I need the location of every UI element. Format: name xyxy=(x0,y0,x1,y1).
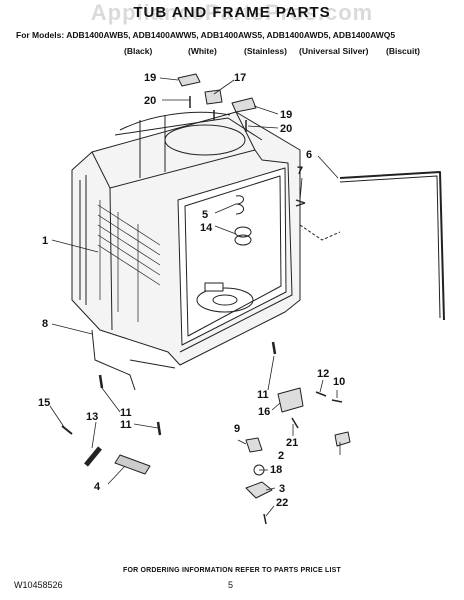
screw-7 xyxy=(295,199,306,207)
color-universal-silver: (Universal Silver) xyxy=(299,46,369,56)
color-black: (Black) xyxy=(124,46,153,56)
door-gasket xyxy=(299,171,445,321)
color-biscuit: (Biscuit) xyxy=(386,46,420,56)
callout-7: 7 xyxy=(297,165,303,177)
doc-number: W10458526 xyxy=(14,580,63,590)
page-number: 5 xyxy=(228,580,234,590)
callout-1: 1 xyxy=(42,235,48,247)
callout-6: 6 xyxy=(306,149,312,161)
models-line: For Models: ADB1400AWB5, ADB1400AWW5, AD… xyxy=(16,30,396,40)
callout-9: 9 xyxy=(234,423,240,435)
callout-11c: 11 xyxy=(257,389,269,401)
bottom-components xyxy=(61,341,351,525)
callout-11b: 11 xyxy=(120,419,132,431)
callout-16: 16 xyxy=(258,406,270,418)
color-stainless: (Stainless) xyxy=(244,46,287,56)
callout-19b: 19 xyxy=(280,109,292,121)
callout-20b: 20 xyxy=(280,123,292,135)
tub-assembly xyxy=(71,111,301,391)
color-white: (White) xyxy=(188,46,217,56)
callout-labels: 1 2 3 4 5 6 7 8 9 10 11 11 11 12 13 14 1… xyxy=(38,72,345,509)
callout-5: 5 xyxy=(202,209,208,221)
callout-20a: 20 xyxy=(144,95,156,107)
callout-13: 13 xyxy=(86,411,98,423)
callout-11a: 11 xyxy=(120,407,132,419)
callout-12: 12 xyxy=(317,368,329,380)
callout-22: 22 xyxy=(276,497,288,509)
callout-15: 15 xyxy=(38,397,50,409)
callout-3: 3 xyxy=(279,483,285,495)
page-title: TUB AND FRAME PARTS xyxy=(133,4,331,21)
callout-14: 14 xyxy=(200,222,213,234)
callout-21: 21 xyxy=(286,437,298,449)
callout-4: 4 xyxy=(94,481,101,493)
page-header: AppliancePartsPros.com TUB AND FRAME PAR… xyxy=(0,0,464,72)
ordering-info: FOR ORDERING INFORMATION REFER TO PARTS … xyxy=(122,567,342,574)
callout-2: 2 xyxy=(278,450,284,462)
callout-8: 8 xyxy=(42,318,48,330)
callout-10: 10 xyxy=(333,376,345,388)
callout-18: 18 xyxy=(270,464,282,476)
callout-19a: 19 xyxy=(144,72,156,84)
watermark: AppliancePartsPros.com xyxy=(90,0,374,25)
callout-17: 17 xyxy=(234,72,246,84)
leader-lines xyxy=(49,77,341,517)
top-hinge-brackets xyxy=(177,73,257,132)
